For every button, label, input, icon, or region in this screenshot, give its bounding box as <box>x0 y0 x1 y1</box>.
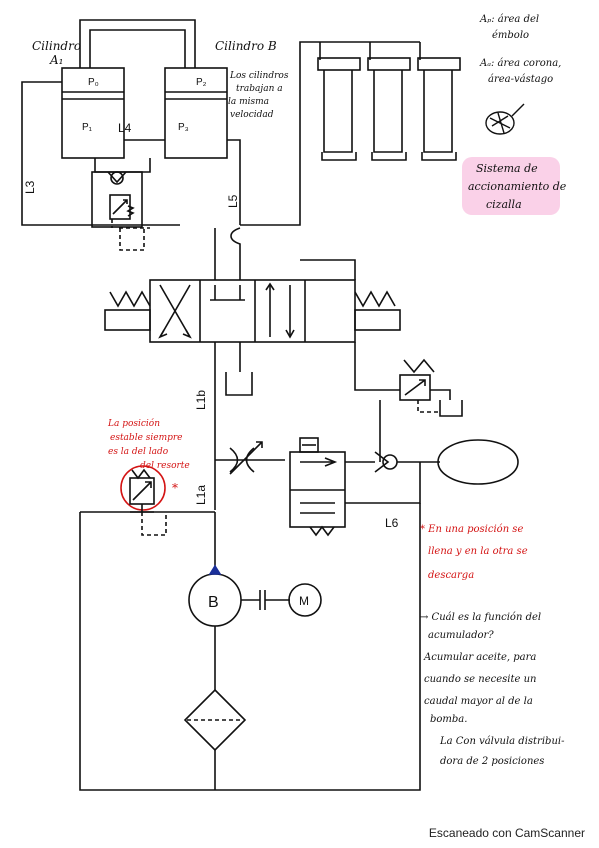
pump-label: B <box>208 594 219 611</box>
label-l1b: L1b <box>194 390 208 410</box>
svg-text:área-vástago: área-vástago <box>488 74 553 85</box>
accumulator-check-icon <box>382 454 398 470</box>
svg-text:acumulador?: acumulador? <box>428 630 494 641</box>
accumulator <box>437 439 519 485</box>
valve-note: La posición estable siempre es la del la… <box>107 418 190 471</box>
svg-text:accionamiento de: accionamiento de <box>468 180 567 193</box>
svg-text:Los cilindros: Los cilindros <box>229 71 289 81</box>
flow-control-valve <box>229 441 263 475</box>
left-note-1: Cilindro <box>32 39 81 53</box>
label-p2: P₂ <box>196 77 207 88</box>
cylinder-yoke <box>79 19 196 68</box>
star-mark: * <box>172 481 178 495</box>
svg-text:Sistema de: Sistema de <box>476 162 538 175</box>
solenoid-valve <box>289 437 346 537</box>
label-p3: P₃ <box>178 122 189 133</box>
svg-text:velocidad: velocidad <box>230 110 274 120</box>
cylinder-a <box>61 67 125 159</box>
label-l4: L4 <box>118 121 132 135</box>
scanner-footer: Escaneado con CamScanner <box>428 826 585 840</box>
svg-text:trabajan a: trabajan a <box>236 84 283 94</box>
system-note-highlight <box>462 157 560 215</box>
motor-m <box>288 583 322 617</box>
svg-text:del resorte: del resorte <box>140 461 190 471</box>
svg-text:descarga: descarga <box>428 570 474 581</box>
svg-text:Aₚ: área del: Aₚ: área del <box>479 14 539 25</box>
right-note: Cilindro B <box>215 39 277 53</box>
svg-text:dora de 2 posiciones: dora de 2 posiciones <box>440 756 544 767</box>
line-l5 <box>227 139 241 225</box>
line-l3 <box>21 81 180 226</box>
svg-text:La posición: La posición <box>107 418 160 429</box>
svg-text:bomba.: bomba. <box>430 714 467 725</box>
svg-text:→ Cuál es la función del: → Cuál es la función del <box>420 612 541 623</box>
svg-text:la misma: la misma <box>228 97 269 107</box>
svg-text:Acumular aceite, para: Acumular aceite, para <box>423 652 536 663</box>
brush-icon <box>485 103 525 135</box>
accum-note: * En una posición se llena y en la otra … <box>420 524 528 581</box>
svg-text:llena y en la otra se: llena y en la otra se <box>428 546 528 557</box>
svg-text:cizalla: cizalla <box>486 198 522 211</box>
speed-note: Los cilindros trabajan a la misma veloci… <box>228 71 289 120</box>
question-note: → Cuál es la función del acumulador? Acu… <box>420 612 565 767</box>
motor-label: M <box>299 594 309 608</box>
label-l5: L5 <box>226 194 240 208</box>
tank-1 <box>225 372 253 396</box>
svg-text:caudal mayor al de la: caudal mayor al de la <box>424 696 533 707</box>
directional-valve <box>104 279 401 343</box>
check-valve-icon <box>110 171 124 185</box>
svg-text:* En una posición se: * En una posición se <box>420 524 523 535</box>
label-p0: P₀ <box>88 77 99 88</box>
area-note: Aₚ: área del émbolo Aₐ: área corona, áre… <box>479 14 561 85</box>
svg-text:émbolo: émbolo <box>492 30 529 41</box>
relief-valve <box>399 358 440 413</box>
tank-2 <box>439 400 463 417</box>
label-l1a: L1a <box>194 485 208 505</box>
pressure-relief-highlight <box>120 465 166 511</box>
svg-text:cuando se necesite un: cuando se necesite un <box>424 674 536 685</box>
svg-text:La Con válvula distribui-: La Con válvula distribui- <box>439 736 565 747</box>
label-p1: P₁ <box>82 122 93 133</box>
label-l3: L3 <box>23 180 37 194</box>
system-note: Sistema de accionamiento de cizalla <box>468 162 567 211</box>
left-note-2: A₁ <box>49 53 63 67</box>
svg-text:estable siempre: estable siempre <box>110 433 183 443</box>
cizalla-cylinders <box>317 57 461 161</box>
label-l6: L6 <box>385 516 399 530</box>
svg-text:es la del lado: es la del lado <box>108 447 169 457</box>
svg-text:Aₐ: área corona,: Aₐ: área corona, <box>479 58 561 69</box>
cylinder-b <box>164 67 228 159</box>
